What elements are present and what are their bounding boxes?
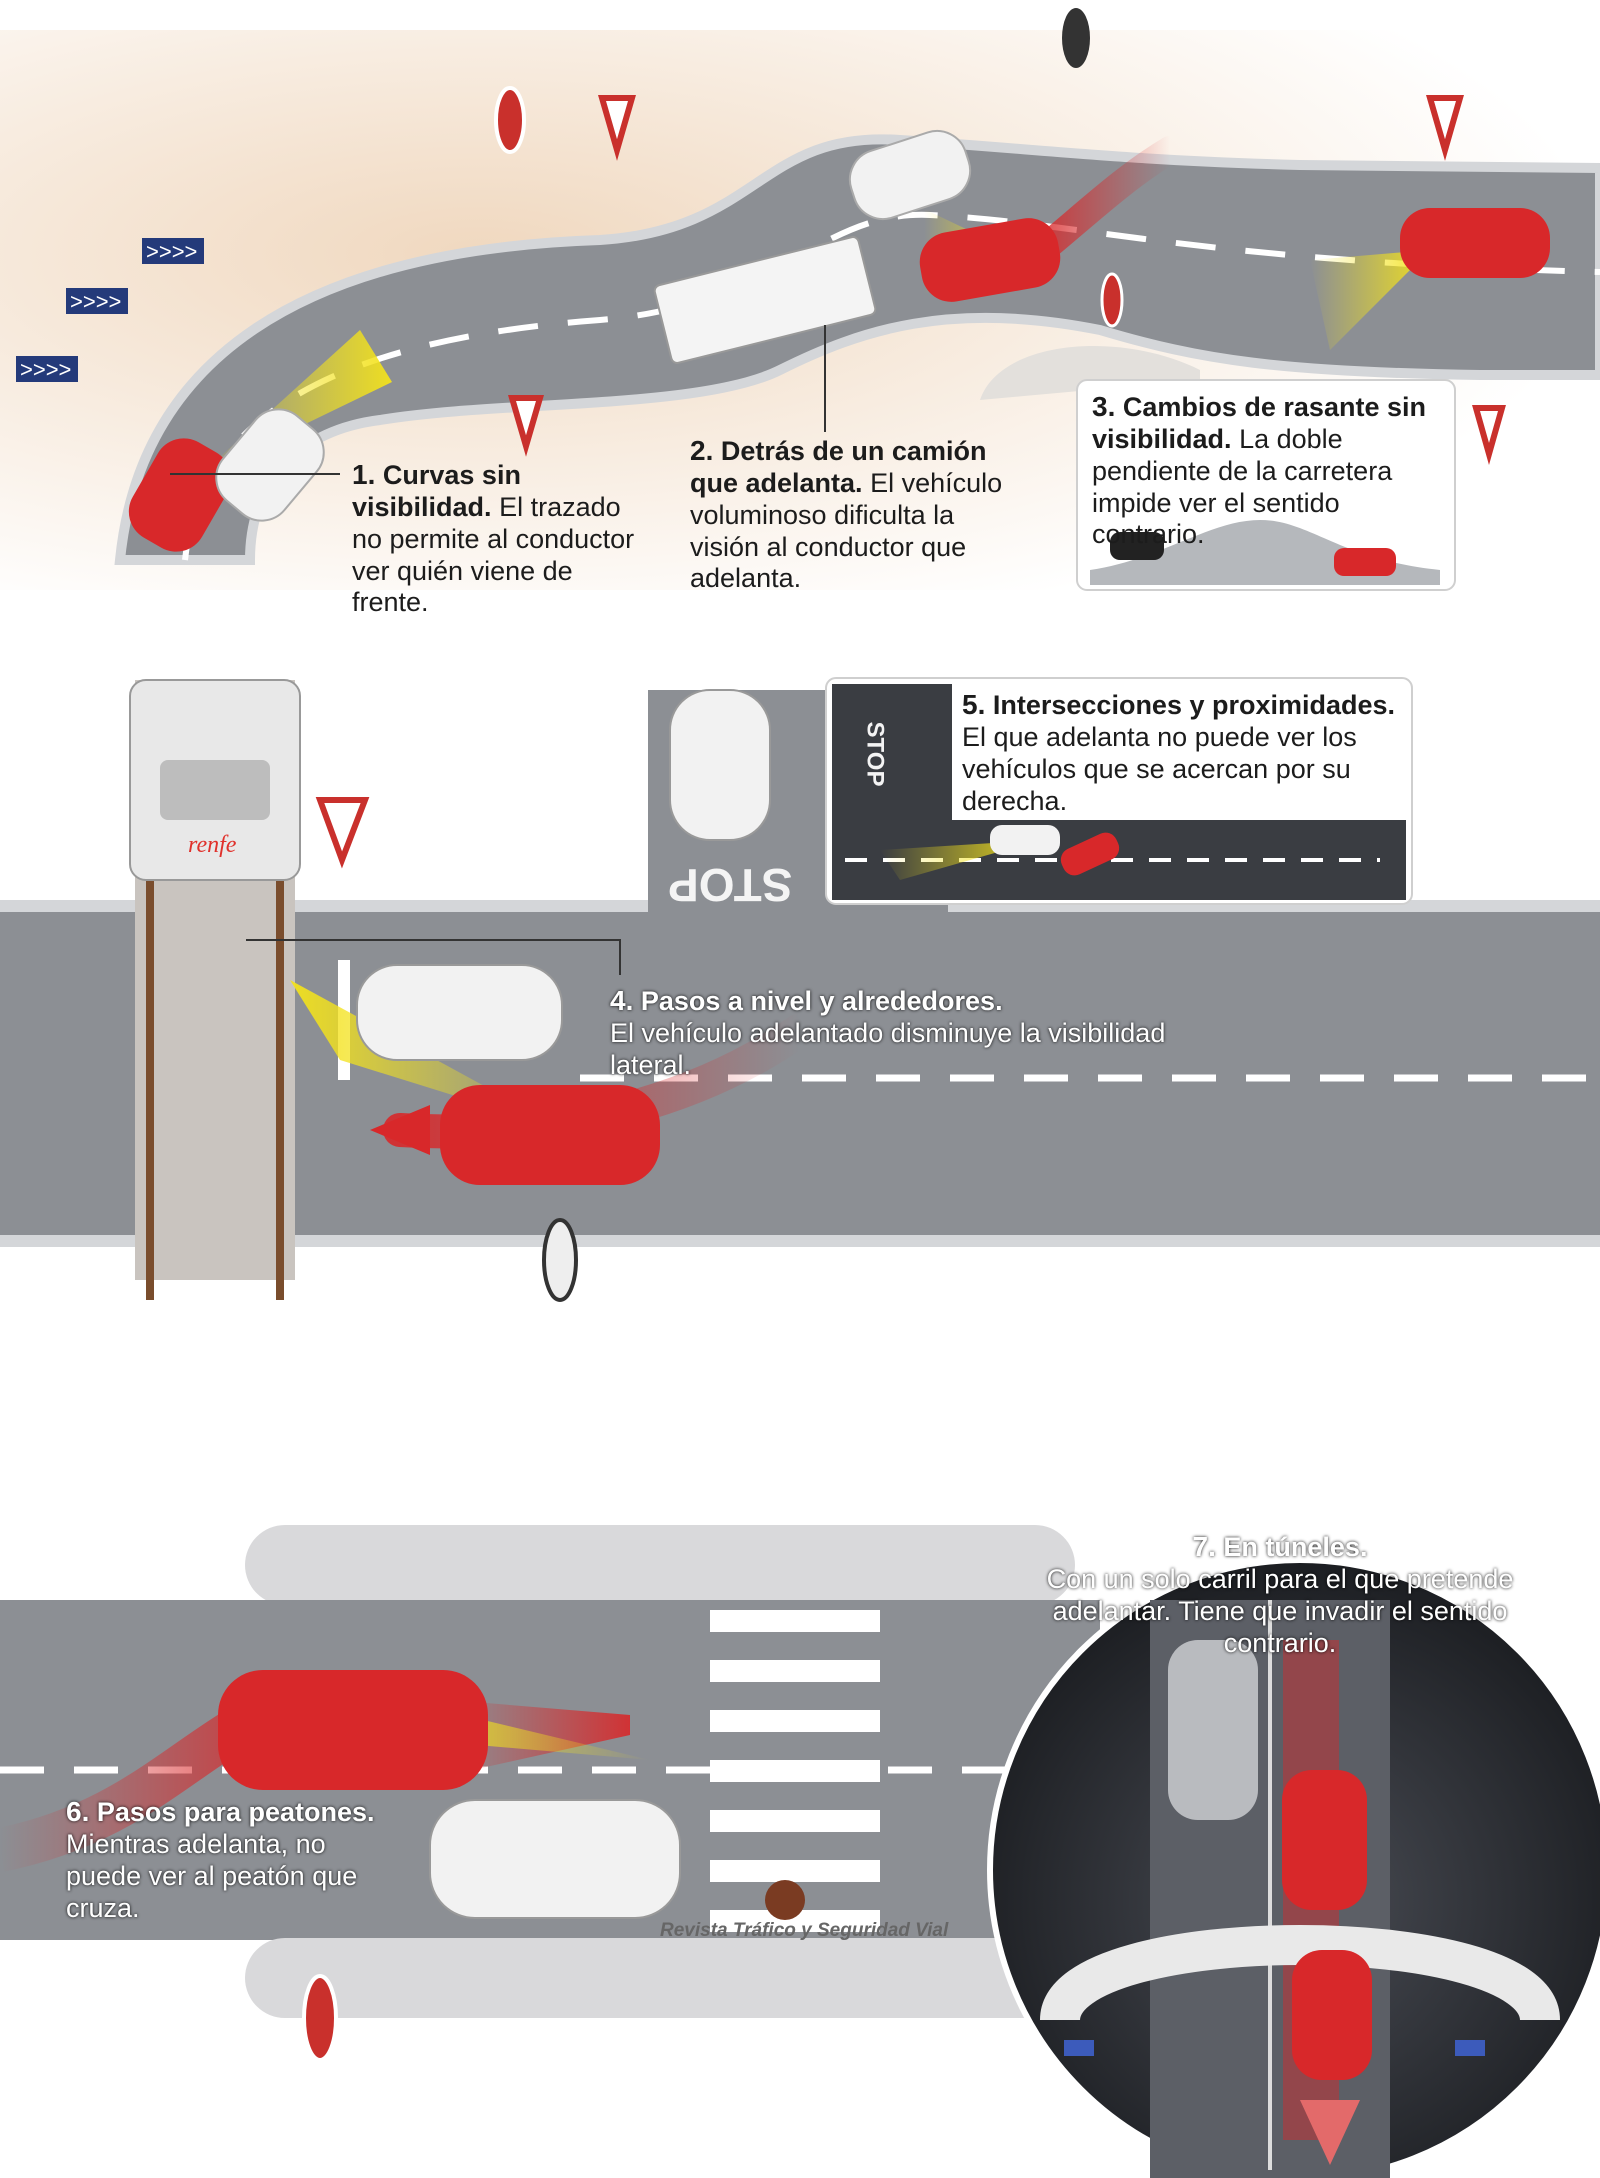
red-car-6 bbox=[218, 1670, 488, 1790]
white-car-2 bbox=[848, 129, 972, 221]
warning-sign-icon bbox=[598, 95, 636, 161]
credit-line: Revista Tráfico y Seguridad Vial bbox=[660, 1920, 949, 1941]
inset-red-car-5 bbox=[1060, 832, 1120, 876]
caption-5-title: Intersecciones y proximidades. bbox=[992, 690, 1396, 720]
red-car-1 bbox=[128, 438, 232, 552]
tunnel-red-car-2 bbox=[1292, 1950, 1372, 2080]
tunnel-arrowhead bbox=[1300, 2100, 1360, 2165]
stop-marking-inset: STOP bbox=[861, 721, 889, 787]
caption-5-number: 5. bbox=[962, 689, 986, 720]
stop-marking-main: STOP bbox=[668, 859, 793, 911]
white-car-1 bbox=[215, 408, 325, 522]
caption-2-title: Detrás de un camión que adelanta. bbox=[690, 436, 987, 498]
caption-5-body: El que adelanta no puede ver los vehícul… bbox=[962, 721, 1357, 816]
sidewalk-top bbox=[245, 1525, 1075, 1605]
tunnel-red-car-1 bbox=[1282, 1770, 1367, 1910]
warning-sign-icon-2 bbox=[1426, 95, 1464, 161]
inset-black-car bbox=[1110, 532, 1164, 560]
mirror-icon bbox=[1062, 8, 1090, 68]
zebra-crossing bbox=[710, 1610, 880, 1932]
panel-pedestrian bbox=[0, 1525, 1100, 2062]
traffic-mirror-icon bbox=[542, 1218, 578, 1302]
panel-tunnel bbox=[987, 1557, 1600, 2178]
caption-3-body: La doble pendiente de la carretera impid… bbox=[1092, 423, 1393, 550]
caption-1-title: Curvas sin visibilidad. bbox=[352, 460, 521, 522]
sidewalk-bottom bbox=[245, 1938, 1075, 2018]
white-car-5 bbox=[669, 689, 771, 841]
caption-3: 3. Cambios de rasante sin visibilidad. L… bbox=[1092, 390, 1444, 551]
caption-7-number: 7. bbox=[1192, 1531, 1216, 1562]
headlight-beam-3 bbox=[1310, 250, 1430, 350]
no-overtaking-sign-icon-2 bbox=[1100, 272, 1124, 328]
warning-sign-icon-3 bbox=[508, 395, 544, 457]
priority-sign-icon bbox=[302, 1974, 338, 2062]
bridge-arch bbox=[980, 346, 1200, 400]
tunnel-reflector-left bbox=[1064, 2040, 1094, 2056]
caption-7: 7. En túneles. Con un solo carril para e… bbox=[1040, 1530, 1520, 1659]
caption-1: 1. Curvas sin visibilidad. El trazado no… bbox=[352, 458, 652, 619]
svg-text:>>>>: >>>> bbox=[20, 357, 71, 382]
caption-4-number: 4. bbox=[610, 985, 634, 1016]
panel-curves: >>>> >>>> >>>> bbox=[0, 8, 1600, 591]
caption-2: 2. Detrás de un camión que adelanta. El … bbox=[690, 434, 1020, 595]
caption-3-number: 3. bbox=[1092, 391, 1116, 422]
caption-7-body: Con un solo carril para el que pretende … bbox=[1046, 1563, 1514, 1658]
leader-line-4 bbox=[246, 939, 621, 975]
caption-7-title: En túneles. bbox=[1223, 1532, 1368, 1562]
center-line bbox=[182, 211, 1600, 561]
caption-1-body: El trazado no permite al conductor ver q… bbox=[352, 491, 635, 618]
inset-red-car bbox=[1334, 548, 1396, 576]
arrowhead-4 bbox=[370, 1105, 430, 1155]
no-overtaking-sign-icon bbox=[494, 86, 526, 154]
red-car-3 bbox=[1400, 208, 1550, 278]
caption-3-title: Cambios de rasante sin visibilidad. bbox=[1092, 392, 1426, 454]
svg-text:>>>>: >>>> bbox=[146, 239, 197, 264]
caption-5: 5. Intersecciones y proximidades. El que… bbox=[962, 688, 1402, 817]
caption-4-body: El vehículo adelantado disminuye la visi… bbox=[610, 1017, 1166, 1080]
tunnel-reflector-right bbox=[1455, 2040, 1485, 2056]
pedestrian-icon bbox=[765, 1880, 805, 1920]
caption-6-number: 6. bbox=[66, 1796, 90, 1827]
caption-2-number: 2. bbox=[690, 435, 714, 466]
caption-6: 6. Pasos para peatones. Mientras adelant… bbox=[66, 1795, 396, 1924]
inset-rasante bbox=[1076, 379, 1456, 591]
train-brand-label: renfe bbox=[188, 832, 237, 858]
caption-4: 4. Pasos a nivel y alrededores. El vehíc… bbox=[610, 984, 1230, 1082]
tunnel-portal bbox=[1040, 1925, 1560, 2024]
caption-1-number: 1. bbox=[352, 459, 376, 490]
red-car-4 bbox=[440, 1085, 660, 1185]
caption-2-body: El vehículo voluminoso dificulta la visi… bbox=[690, 467, 1003, 594]
inset-white-car bbox=[990, 825, 1060, 855]
warning-sign-icon-4 bbox=[1472, 405, 1506, 466]
caption-6-body: Mientras adelanta, no puede ver al peató… bbox=[66, 1828, 358, 1923]
railway-warning-sign-icon bbox=[315, 797, 370, 869]
panel-crossings bbox=[0, 677, 1600, 1302]
red-car-2 bbox=[919, 218, 1061, 302]
white-car-4 bbox=[356, 964, 563, 1061]
caption-4-title: Pasos a nivel y alrededores. bbox=[640, 986, 1003, 1016]
truck bbox=[653, 236, 877, 364]
chevron-signs: >>>> >>>> >>>> bbox=[16, 238, 204, 382]
white-car-6 bbox=[429, 1799, 681, 1919]
tunnel-gray-car bbox=[1168, 1640, 1258, 1820]
svg-text:>>>>: >>>> bbox=[70, 289, 121, 314]
caption-6-title: Pasos para peatones. bbox=[96, 1797, 375, 1827]
